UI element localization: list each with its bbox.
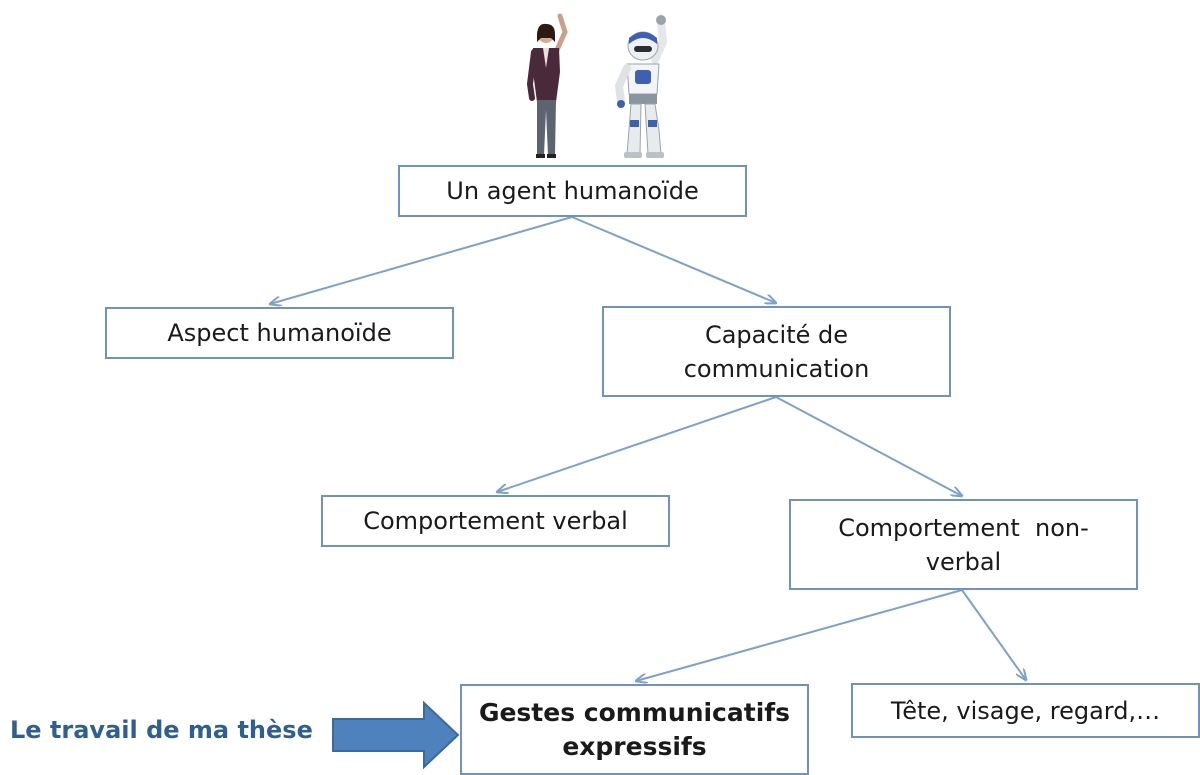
robot-figure-icon — [614, 15, 668, 158]
illustration-group — [526, 13, 668, 158]
node-label: Comportement verbal — [363, 507, 628, 535]
edge-nonverbal-tete — [961, 589, 1026, 680]
node-label-line-2: communication — [683, 354, 870, 383]
edge-nonverbal-gestes — [636, 589, 963, 681]
node-label: Tête, visage, regard,… — [890, 696, 1161, 725]
node-nonverbal-behavior: Comportement non- verbal — [789, 499, 1138, 590]
node-label-line-2: verbal — [925, 547, 1002, 576]
node-label-line-1: Capacité de — [704, 320, 849, 349]
thesis-label: Le travail de ma thèse — [10, 716, 313, 744]
node-label-line-1: Comportement non- — [838, 513, 1089, 542]
edge-capacite-verbal — [497, 396, 777, 492]
edge-capacite-nonverbal — [775, 396, 962, 496]
node-label: Aspect humanoïde — [167, 319, 392, 347]
node-humanoid-agent: Un agent humanoïde — [398, 165, 747, 217]
node-humanoid-aspect: Aspect humanoïde — [105, 307, 454, 359]
woman-figure-icon — [526, 13, 568, 158]
node-communication-capacity: Capacité de communication — [602, 306, 951, 397]
node-label-line-1: Gestes communicatifs — [478, 697, 791, 727]
node-verbal-behavior: Comportement verbal — [321, 495, 670, 547]
node-label: Un agent humanoïde — [446, 177, 699, 205]
edge-agent-aspect — [270, 216, 573, 304]
node-label-line-2: expressifs — [562, 731, 707, 761]
thesis-arrow — [332, 700, 460, 770]
node-head-face-gaze: Tête, visage, regard,… — [851, 683, 1200, 738]
node-expressive-gestures: Gestes communicatifs expressifs — [460, 684, 809, 775]
edge-agent-capacite — [571, 216, 776, 303]
